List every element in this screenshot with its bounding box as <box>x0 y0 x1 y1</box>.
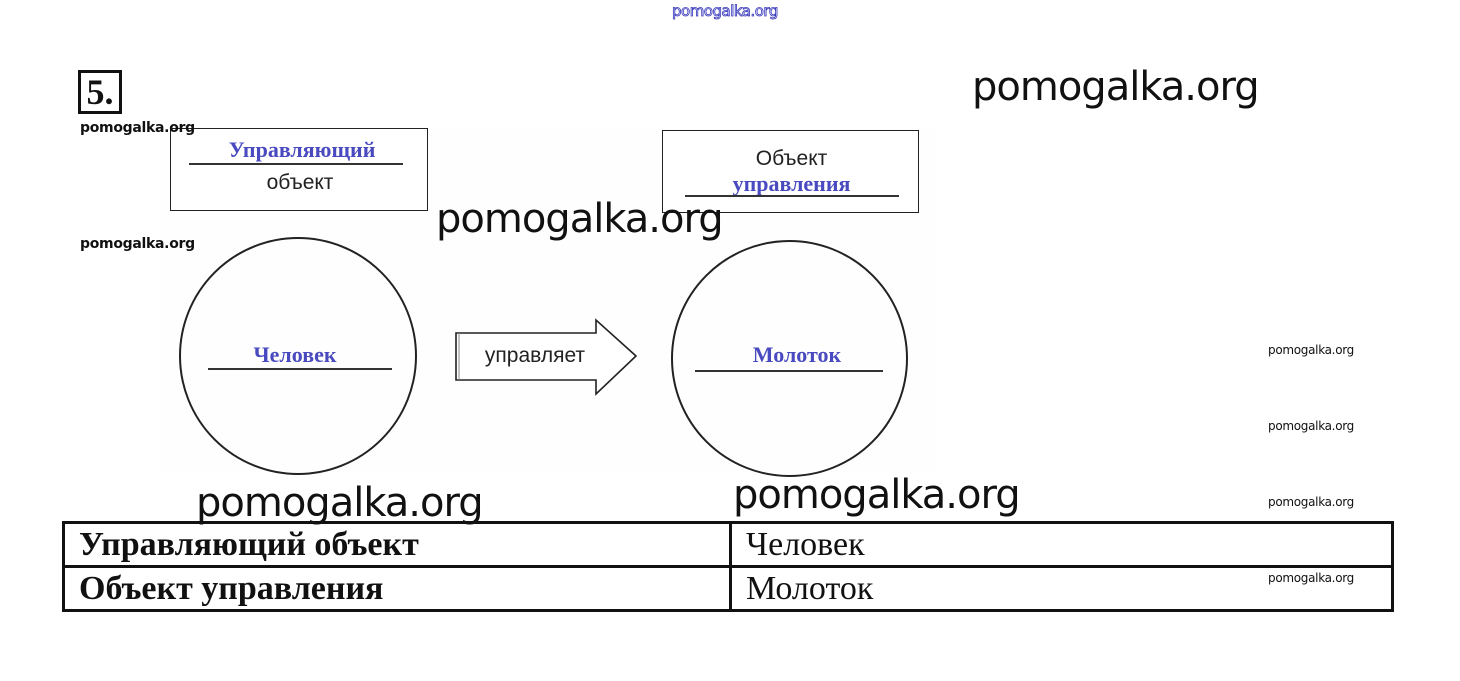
table-cell-key: Управляющий объект <box>62 521 732 568</box>
fill-in-line <box>685 195 899 197</box>
fill-in-line <box>208 368 392 370</box>
controlling-object-handwritten: Управляющий <box>228 137 376 162</box>
right-circle <box>671 240 908 477</box>
watermark-top: pomogalka.org <box>672 2 779 21</box>
watermark: pomogalka.org <box>1268 419 1354 433</box>
controlled-object-handwritten: управления <box>732 171 851 196</box>
table-cell-value: Молоток <box>729 565 1394 612</box>
table-row: Управляющий объект Человек <box>62 521 1394 568</box>
controlling-object-box: Управляющий объект <box>170 128 428 211</box>
table-cell-key: Объект управления <box>62 565 732 612</box>
left-circle-handwritten: Человек <box>253 342 337 367</box>
fill-in-line <box>695 370 883 372</box>
watermark: pomogalka.org <box>972 64 1260 110</box>
left-circle <box>179 237 417 475</box>
watermark: pomogalka.org <box>80 120 195 136</box>
right-circle-handwritten: Молоток <box>752 342 842 367</box>
watermark: pomogalka.org <box>436 196 724 242</box>
controlled-object-box: Объект управления <box>662 130 919 213</box>
controlling-object-printed: объект <box>266 171 334 194</box>
watermark: pomogalka.org <box>80 236 195 252</box>
fill-in-line <box>189 163 403 165</box>
controlled-object-printed: Объект <box>755 147 828 170</box>
watermark: pomogalka.org <box>1268 495 1354 509</box>
watermark: pomogalka.org <box>733 472 1021 518</box>
table-cell-value: Человек <box>729 521 1394 568</box>
table-row: Объект управления Молоток <box>62 565 1394 612</box>
task-number: 5. <box>78 70 122 114</box>
watermark: pomogalka.org <box>1268 343 1354 357</box>
arrow-label: управляет <box>484 344 586 367</box>
answer-table: Управляющий объект Человек Объект управл… <box>62 521 1394 612</box>
watermark: pomogalka.org <box>196 480 484 526</box>
arrow-icon <box>455 318 638 396</box>
watermark: pomogalka.org <box>1268 571 1354 585</box>
